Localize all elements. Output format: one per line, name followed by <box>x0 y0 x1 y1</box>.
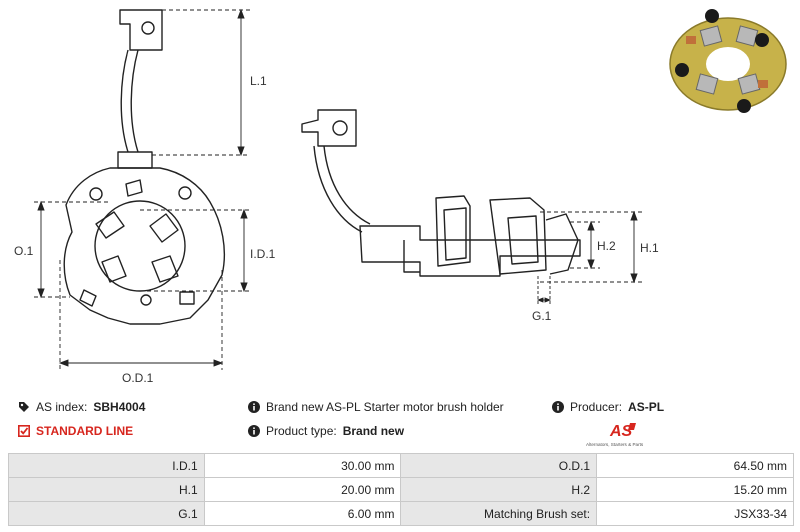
producer-value: AS-PL <box>628 400 665 414</box>
producer-label: Producer: <box>570 400 623 414</box>
checkbox-icon <box>18 425 30 437</box>
spec-value: 64.50 mm <box>596 453 794 478</box>
description: Brand new AS-PL Starter motor brush hold… <box>248 400 504 414</box>
tag-icon <box>19 402 29 412</box>
spec-value: 20.00 mm <box>203 477 402 502</box>
table-row: I.D.1 30.00 mm O.D.1 64.50 mm <box>8 453 794 478</box>
product-photo <box>669 9 787 113</box>
spec-value: 15.20 mm <box>596 477 794 502</box>
label-id1: I.D.1 <box>250 247 276 261</box>
spec-key: G.1 <box>8 501 205 526</box>
info-icon <box>248 425 260 437</box>
label-g1: G.1 <box>532 309 552 323</box>
spec-key: H.1 <box>8 477 205 502</box>
specs-table: I.D.1 30.00 mm O.D.1 64.50 mm H.1 20.00 … <box>8 453 794 526</box>
table-row: G.1 6.00 mm Matching Brush set: JSX33-34 <box>8 501 794 526</box>
label-od1: O.D.1 <box>122 371 154 385</box>
product-type-label: Product type: <box>266 424 337 438</box>
standard-line-text: STANDARD LINE <box>36 424 134 438</box>
dimension-lines <box>34 8 642 370</box>
label-l1: L.1 <box>250 74 267 88</box>
logo-tagline: Alternators, Starters & Parts <box>586 442 644 447</box>
spec-key: I.D.1 <box>8 453 205 478</box>
spec-value: 30.00 mm <box>203 453 402 478</box>
info-row-2: STANDARD LINE Product type: Brand new <box>0 424 800 444</box>
spec-value: 6.00 mm <box>203 501 402 526</box>
info-row-1: AS index: SBH4004 Brand new AS-PL Starte… <box>0 400 800 420</box>
table-row: H.1 20.00 mm H.2 15.20 mm <box>8 477 794 502</box>
as-index: AS index: SBH4004 <box>18 400 145 414</box>
spec-value: JSX33-34 <box>596 501 794 526</box>
logo-text: AS <box>609 423 633 440</box>
as-pl-logo: AS Alternators, Starters & Parts <box>586 423 644 447</box>
spec-key: O.D.1 <box>400 453 598 478</box>
label-h1: H.1 <box>640 241 659 255</box>
description-text: Brand new AS-PL Starter motor brush hold… <box>266 400 504 414</box>
product-type: Product type: Brand new <box>248 424 404 438</box>
label-h2: H.2 <box>597 239 616 253</box>
info-icon <box>248 401 260 413</box>
label-o1: O.1 <box>14 244 34 258</box>
front-view <box>63 9 225 325</box>
spec-key: H.2 <box>400 477 598 502</box>
product-type-value: Brand new <box>342 424 405 438</box>
standard-line: STANDARD LINE <box>18 424 133 438</box>
technical-drawing: L.1 O.1 I.D.1 O.D.1 H.2 H.1 G.1 <box>14 8 659 385</box>
spec-key: Matching Brush set: <box>400 501 598 526</box>
producer: Producer: AS-PL <box>552 400 664 414</box>
info-icon <box>552 401 564 413</box>
side-view <box>301 109 581 277</box>
as-index-value: SBH4004 <box>93 400 146 414</box>
as-index-label: AS index: <box>36 400 88 414</box>
